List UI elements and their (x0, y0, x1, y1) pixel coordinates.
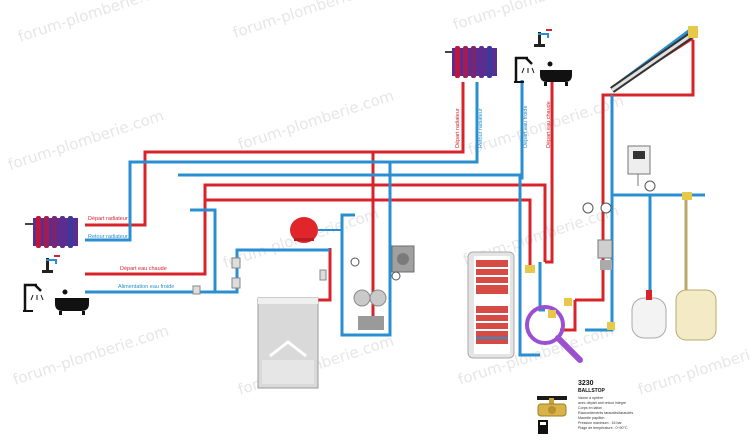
product-line: avec départ anti retour intégré (578, 401, 626, 405)
brand-logo (538, 420, 548, 434)
bathtub-icon (55, 289, 89, 315)
watermark-text: forum-plomberie.com (451, 0, 611, 34)
pipe-cold-feed-bottom (190, 208, 217, 292)
pipe-hot-tank-link (560, 300, 577, 332)
pipe-solar-hot (575, 40, 695, 302)
shower-icon (23, 283, 44, 312)
solar-controller (627, 145, 651, 186)
radiator-left (25, 216, 78, 248)
product-line: Pression maximum : 16 bar (578, 421, 623, 425)
product-line: Vanne à sphère (578, 396, 603, 400)
label-depart-eau-chaude-top: Départ eau chaude (546, 101, 552, 148)
pipe-cold-supply-left (85, 248, 330, 294)
boiler (257, 297, 319, 389)
storage-tank (675, 192, 717, 341)
pipe-radiator-supply-mid (205, 198, 532, 270)
mixing-valve (391, 245, 415, 273)
watermark-text: forum-plomberie.com (231, 0, 391, 42)
label-retour-radiateur-top: Retour radiateur (478, 108, 484, 148)
pipe-radiator-return-top (85, 82, 479, 242)
product-line: Raccordements taraudés/taraudés (578, 411, 633, 415)
watermark-text: forum-plomberie.com (636, 331, 750, 398)
product-code: 3230 (578, 380, 594, 387)
watermark-text: forum-plomberie.com (6, 106, 166, 173)
tap-icon (534, 29, 552, 47)
shower-icon (514, 56, 535, 83)
pipe-blue-drop-tank (538, 262, 545, 312)
watermark-text: forum-plomberie.com (236, 86, 396, 153)
hot-water-tank (467, 251, 515, 359)
label-depart-eau-chaude-left: Départ eau chaude (120, 266, 167, 272)
expansion-vessel-heating (290, 217, 342, 243)
product-line: Corps en laiton (578, 406, 602, 410)
magnifier-icon (525, 305, 583, 363)
expansion-vessel-solar (631, 290, 667, 339)
ball-valve-icon (537, 396, 567, 417)
label-depart-radiateur-top: Départ radiateur (455, 108, 461, 148)
product-card: 3230 BALLSTOP Vanne à sphère avec départ… (537, 380, 633, 434)
solar-panel (610, 26, 698, 93)
label-retour-radiateur-left: Retour radiateur (88, 234, 128, 240)
bathtub-icon (540, 61, 572, 86)
label-alimentation-eau-froide: Alimentation eau froide (118, 284, 174, 290)
product-line: Plage de température : 0÷90°C (578, 426, 628, 430)
watermark-text: forum-plomberie.com (11, 321, 171, 388)
watermark-text: forum-plomberie.com (16, 0, 176, 46)
pipe-top-hot-water (545, 80, 554, 264)
circulator-pump (353, 289, 387, 330)
pipe-left-hot-water (85, 183, 547, 276)
pipe-radiator-return-mid (178, 173, 522, 262)
pipe-boiler-return (340, 162, 392, 337)
tap-icon (42, 255, 60, 273)
product-name: BALLSTOP (578, 388, 606, 394)
radiator-top (445, 46, 497, 78)
cold-pipes (85, 28, 705, 357)
pipe-tank-cold-bottom (518, 262, 540, 357)
pipe-radiator-supply-top (85, 82, 465, 227)
valves-gauges (192, 180, 656, 330)
product-line: Manette papillon (578, 416, 604, 420)
label-depart-eau-froide-top: Départ eau froide (523, 106, 529, 149)
label-depart-radiateur-left: Départ radiateur (88, 216, 128, 222)
